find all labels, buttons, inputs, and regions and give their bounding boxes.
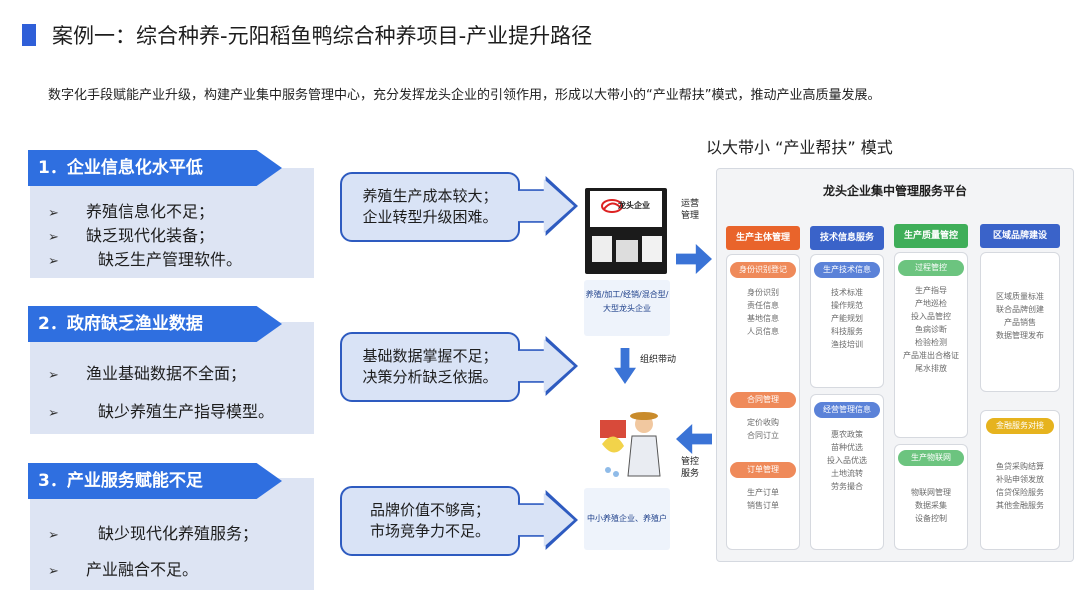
items-identity: 身份识别责任信息基地信息人员信息 (747, 288, 779, 336)
items-finance: 鱼贷采购结算补贴申领发放信贷保险服务其他金融服务 (996, 462, 1044, 510)
pill-identity: 身份识别登记 (730, 262, 796, 278)
dragon-logo-icon (601, 199, 623, 213)
problem-3-bullet-2: ➢产业融合不足。 (48, 560, 199, 579)
pill-order: 订单管理 (730, 462, 796, 478)
page-subtitle: 数字化手段赋能产业升级，构建产业集中服务管理中心，充分发挥龙头企业的引领作用，形… (48, 88, 881, 103)
pill-finance: 金融服务对接 (986, 418, 1054, 434)
bullet-arrow-icon: ➢ (48, 368, 59, 383)
problem-3-bullet-1: ➢缺少现代化养殖服务； (48, 524, 259, 543)
cause-box-3: 品牌价值不够高；市场竞争力不足。 (340, 486, 520, 556)
enterprise-logo: 龙头企业 (590, 191, 662, 227)
cause-box-1: 养殖生产成本较大；企业转型升级困难。 (340, 172, 520, 242)
problem-2-bullet-2: ➢缺少养殖生产指导模型。 (48, 402, 275, 421)
bullet-arrow-icon: ➢ (48, 230, 59, 245)
bullet-arrow-icon: ➢ (48, 406, 59, 421)
pill-contract: 合同管理 (730, 392, 796, 408)
items-iot: 物联网管理数据采集设备控制 (911, 488, 951, 523)
down-arrow-icon (614, 348, 636, 384)
control-label: 管控服务 (680, 457, 699, 479)
pill-iot: 生产物联网 (898, 450, 964, 466)
model-title: 以大带小 “产业帮扶” 模式 (706, 138, 893, 157)
items-regional-brand: 区域质量标准联合品牌创建产品销售数据管理发布 (996, 292, 1044, 340)
column-head-regional-brand: 区域品牌建设 (980, 224, 1060, 248)
items-process-control: 生产指导产地巡检投入品管控鱼病诊断检验检测产品准出合格证尾水排放 (903, 286, 959, 373)
bullet-arrow-icon: ➢ (48, 528, 59, 543)
left-arrow-icon (676, 424, 712, 454)
product-photo (592, 236, 612, 262)
column-body-regional-brand (980, 252, 1060, 392)
items-order: 生产订单销售订单 (747, 488, 779, 510)
bullet-arrow-icon: ➢ (48, 254, 59, 269)
problem-1-bullet-1: ➢养殖信息化不足； (48, 202, 215, 221)
problem-1-bullet-3: ➢缺乏生产管理软件。 (48, 250, 243, 269)
right-arrow-fill (518, 493, 574, 547)
drive-label: 组织带动 (640, 355, 677, 365)
column-body-business-info (810, 394, 884, 550)
pill-business-mgmt: 经营管理信息 (814, 402, 880, 418)
right-arrow-fill (518, 339, 574, 393)
problem-2-bullet-1: ➢渔业基础数据不全面； (48, 364, 247, 383)
small-farms-card: 中小养殖企业、养殖户 (584, 488, 670, 550)
title-marker (22, 24, 36, 46)
platform-title: 龙头企业集中管理服务平台 (822, 184, 967, 198)
product-photo (616, 240, 638, 262)
enterprise-card: 养殖/加工/经销/混合型/大型龙头企业 (584, 280, 670, 336)
problem-2-heading: 2．政府缺乏渔业数据 (28, 306, 282, 342)
problem-1-box (30, 168, 314, 278)
operate-label: 运营管理 (680, 199, 699, 221)
cause-box-2: 基础数据掌握不足；决策分析缺乏依据。 (340, 332, 520, 402)
column-body-quality-control (894, 252, 968, 438)
items-contract: 定价收购合同订立 (747, 418, 779, 440)
column-head-quality-control: 生产质量管控 (894, 224, 968, 248)
column-head-tech-info: 技术信息服务 (810, 226, 884, 250)
problem-1-bullet-2: ➢缺乏现代化装备； (48, 226, 215, 245)
product-photo (642, 236, 662, 262)
bullet-arrow-icon: ➢ (48, 206, 59, 221)
problem-3-heading: 3．产业服务赋能不足 (28, 463, 282, 499)
logo-text: 龙头企业 (618, 201, 650, 210)
items-production-tech: 技术标准操作规范产能规划科技服务渔技培训 (831, 288, 863, 349)
right-arrow-fill (518, 179, 574, 233)
pill-process-control: 过程管控 (898, 260, 964, 276)
items-business-mgmt: 惠农政策苗种优选投入品优选土地流转劳务撮合 (827, 430, 867, 491)
pill-production-tech: 生产技术信息 (814, 262, 880, 278)
bullet-arrow-icon: ➢ (48, 564, 59, 579)
column-head-production-subject: 生产主体管理 (726, 226, 800, 250)
right-arrow-icon (676, 244, 712, 274)
farmer-illustration (594, 398, 666, 484)
problem-1-heading: 1．企业信息化水平低 (28, 150, 282, 186)
page-title: 案例一：综合种养-元阳稻鱼鸭综合种养项目-产业提升路径 (52, 24, 593, 48)
